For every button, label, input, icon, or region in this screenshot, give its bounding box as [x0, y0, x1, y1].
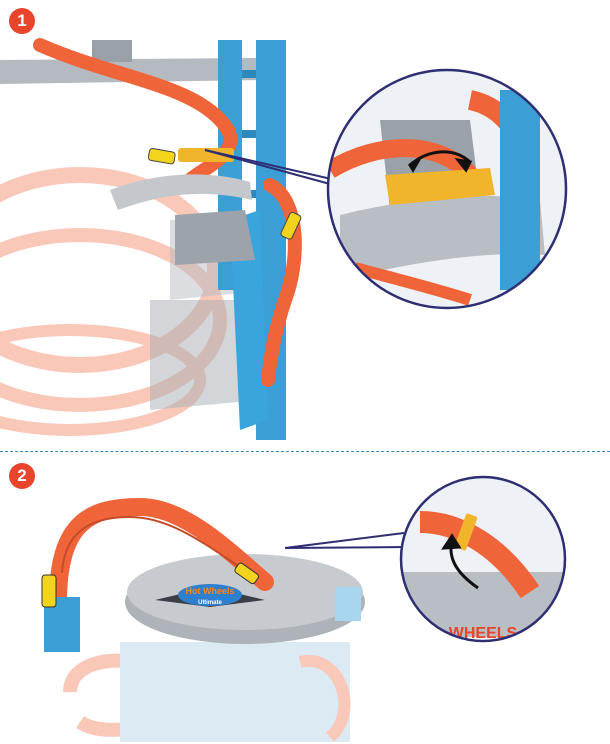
faded-lower-structure [63, 642, 351, 742]
zoom-callout: WHEELS [399, 475, 567, 643]
step-2-badge: 2 [9, 463, 35, 489]
step-1-panel: 1 [0, 8, 568, 440]
logo-sub-text: Ultimate [198, 600, 222, 606]
orange-spiral-track [33, 38, 302, 387]
step-2-illustration: Hot Wheels Ultimate [41, 475, 567, 742]
step-2-panel: 2 Hot Wheels Ultimate [0, 452, 610, 744]
zoom-callout [326, 68, 568, 310]
callout-logo-text: WHEELS [449, 625, 518, 642]
step-1-illustration [0, 38, 568, 440]
yellow-car [41, 574, 57, 608]
yellow-car [234, 562, 259, 585]
callout-pointer [204, 149, 341, 185]
yellow-car [147, 147, 176, 165]
logo-brand-text: Hot Wheels [185, 586, 234, 596]
grey-spiral-platform [110, 174, 255, 265]
lift-arrow-icon [441, 533, 479, 590]
section-divider [0, 451, 610, 452]
orange-track-arc [49, 497, 274, 611]
hot-wheels-logo: Hot Wheels Ultimate [155, 584, 265, 607]
callout-pointer [284, 532, 409, 549]
yellow-car [280, 211, 302, 240]
yellow-gate [178, 148, 234, 162]
step-1-badge: 1 [9, 8, 35, 34]
rotate-arrow-icon [407, 150, 473, 173]
